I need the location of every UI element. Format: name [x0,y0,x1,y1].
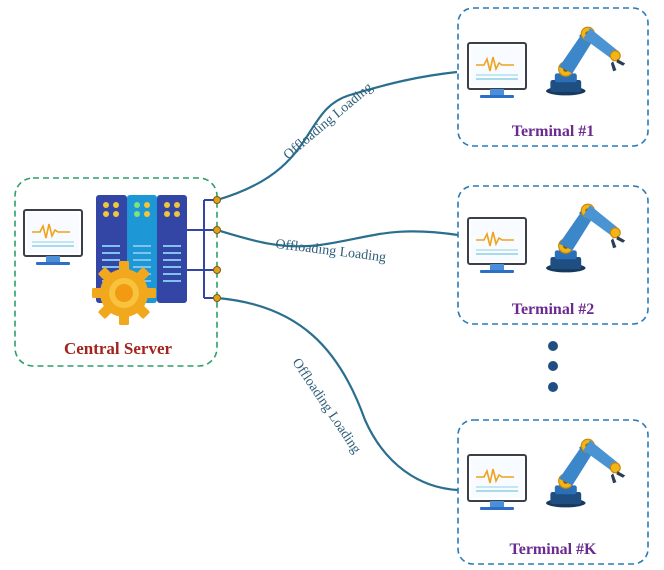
terminal-2-monitor-icon [467,217,527,274]
link-label-2: Offloading Loading [275,237,387,265]
server-label: Central Server [64,339,173,358]
terminal-k-monitor-icon [467,454,527,511]
ellipsis-dots [548,341,558,392]
gear-icon [92,261,156,325]
link-curve-1 [216,70,458,202]
terminal-2-label: Terminal #2 [512,301,595,318]
terminal-1-label: Terminal #1 [512,123,595,140]
terminal-1-monitor-icon [467,42,527,99]
server-monitor-icon [23,209,83,266]
link-curve-3 [216,296,459,492]
link-label-1: Offloading Loading [281,80,376,163]
link-curve-2 [216,228,459,248]
terminal-k-label: Terminal #K [510,541,598,558]
link-label-3: Offloading Loading [289,356,364,457]
server-port-connector [187,196,221,302]
